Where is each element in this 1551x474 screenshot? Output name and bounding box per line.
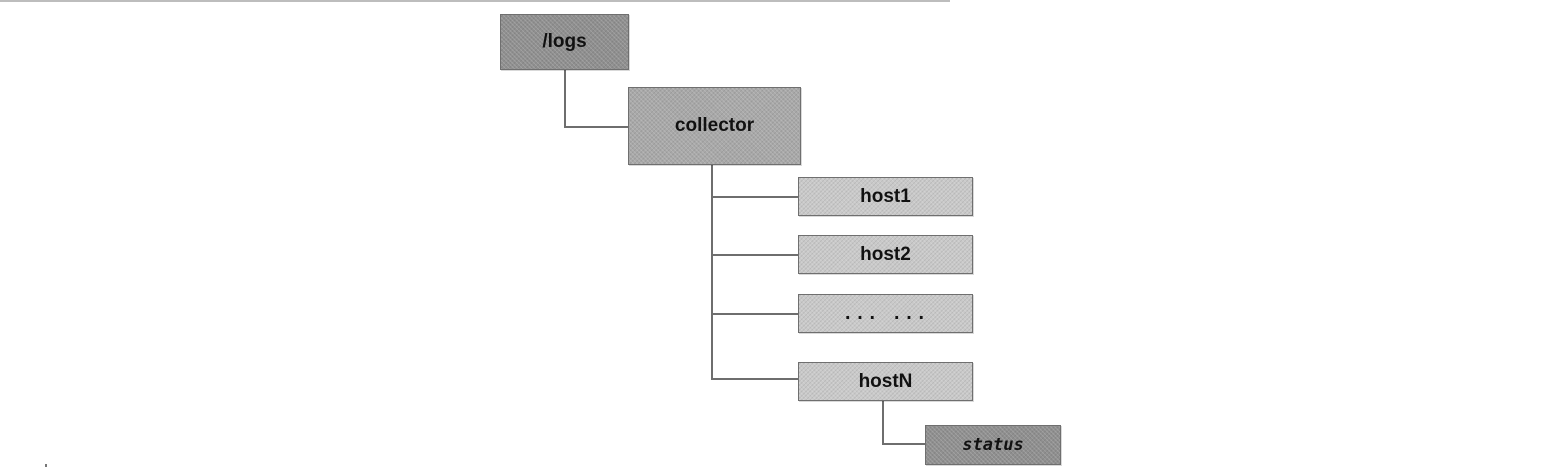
tree-node-logs: /logs (500, 14, 629, 70)
tree-node-hostn: hostN (798, 362, 973, 401)
tree-node-host2: host2 (798, 235, 973, 274)
tree-node-ellipsis-label: ... ... (842, 303, 929, 324)
tree-node-collector: collector (628, 87, 801, 165)
connector-logs-collector-horizontal (564, 126, 628, 128)
top-border-line (0, 0, 950, 2)
tree-node-host2-label: host2 (860, 243, 911, 265)
connector-logs-collector-vertical (564, 70, 566, 128)
connector-hostn-status-vertical (882, 401, 884, 445)
tree-node-status-label: status (962, 435, 1024, 455)
tree-node-hostn-label: hostN (858, 370, 913, 392)
tree-node-ellipsis: ... ... (798, 294, 973, 333)
tree-node-status: status (925, 425, 1061, 465)
connector-collector-host2 (711, 254, 798, 256)
connector-collector-ellipsis (711, 313, 798, 315)
tree-node-logs-label: /logs (542, 31, 587, 52)
connector-collector-hostn (711, 378, 798, 380)
stray-mark (45, 464, 47, 467)
tree-node-host1: host1 (798, 177, 973, 216)
connector-hostn-status-horizontal (882, 443, 925, 445)
tree-node-collector-label: collector (674, 115, 755, 136)
connector-collector-host1 (711, 196, 798, 198)
connector-collector-trunk (711, 165, 713, 380)
tree-node-host1-label: host1 (860, 185, 911, 207)
